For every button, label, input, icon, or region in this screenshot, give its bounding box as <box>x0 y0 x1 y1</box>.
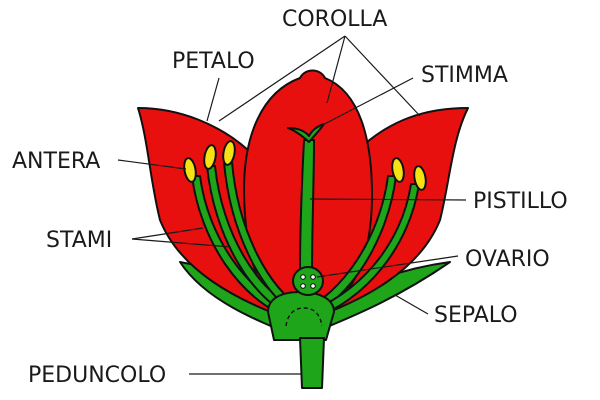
label-petalo: PETALO <box>172 49 255 74</box>
leader-corolla-left <box>218 35 346 122</box>
anther <box>222 140 236 166</box>
anther <box>391 157 405 183</box>
pistil-style <box>299 139 315 273</box>
label-sepalo: SEPALO <box>434 303 518 328</box>
leader-pistillo <box>309 198 467 201</box>
label-peduncolo: PEDUNCOLO <box>28 363 166 388</box>
leader-stimma <box>314 77 414 130</box>
leader-petalo <box>206 77 220 122</box>
leader-antera <box>117 159 187 170</box>
anther <box>203 144 217 170</box>
ovule <box>310 274 316 280</box>
leader-sepalo <box>394 294 429 315</box>
label-corolla: COROLLA <box>282 7 387 32</box>
leader-lines <box>117 35 467 375</box>
leader-stami-2 <box>131 238 232 248</box>
ovule <box>310 283 316 289</box>
leader-corolla-center <box>326 35 346 104</box>
receptacle-detail <box>285 307 323 327</box>
receptacle <box>267 291 335 341</box>
anther <box>183 157 197 183</box>
ovary <box>292 266 324 296</box>
leader-corolla-right <box>344 35 421 117</box>
label-antera: ANTERA <box>12 149 100 174</box>
label-stami: STAMI <box>46 228 112 253</box>
leader-ovario <box>316 255 459 278</box>
ovule <box>300 283 306 289</box>
ovule <box>300 274 306 280</box>
anther <box>413 165 427 191</box>
peduncle <box>299 337 325 389</box>
leader-stami-1 <box>131 227 204 240</box>
label-ovario: OVARIO <box>465 247 550 272</box>
label-stimma: STIMMA <box>421 63 508 88</box>
label-pistillo: PISTILLO <box>473 189 568 214</box>
